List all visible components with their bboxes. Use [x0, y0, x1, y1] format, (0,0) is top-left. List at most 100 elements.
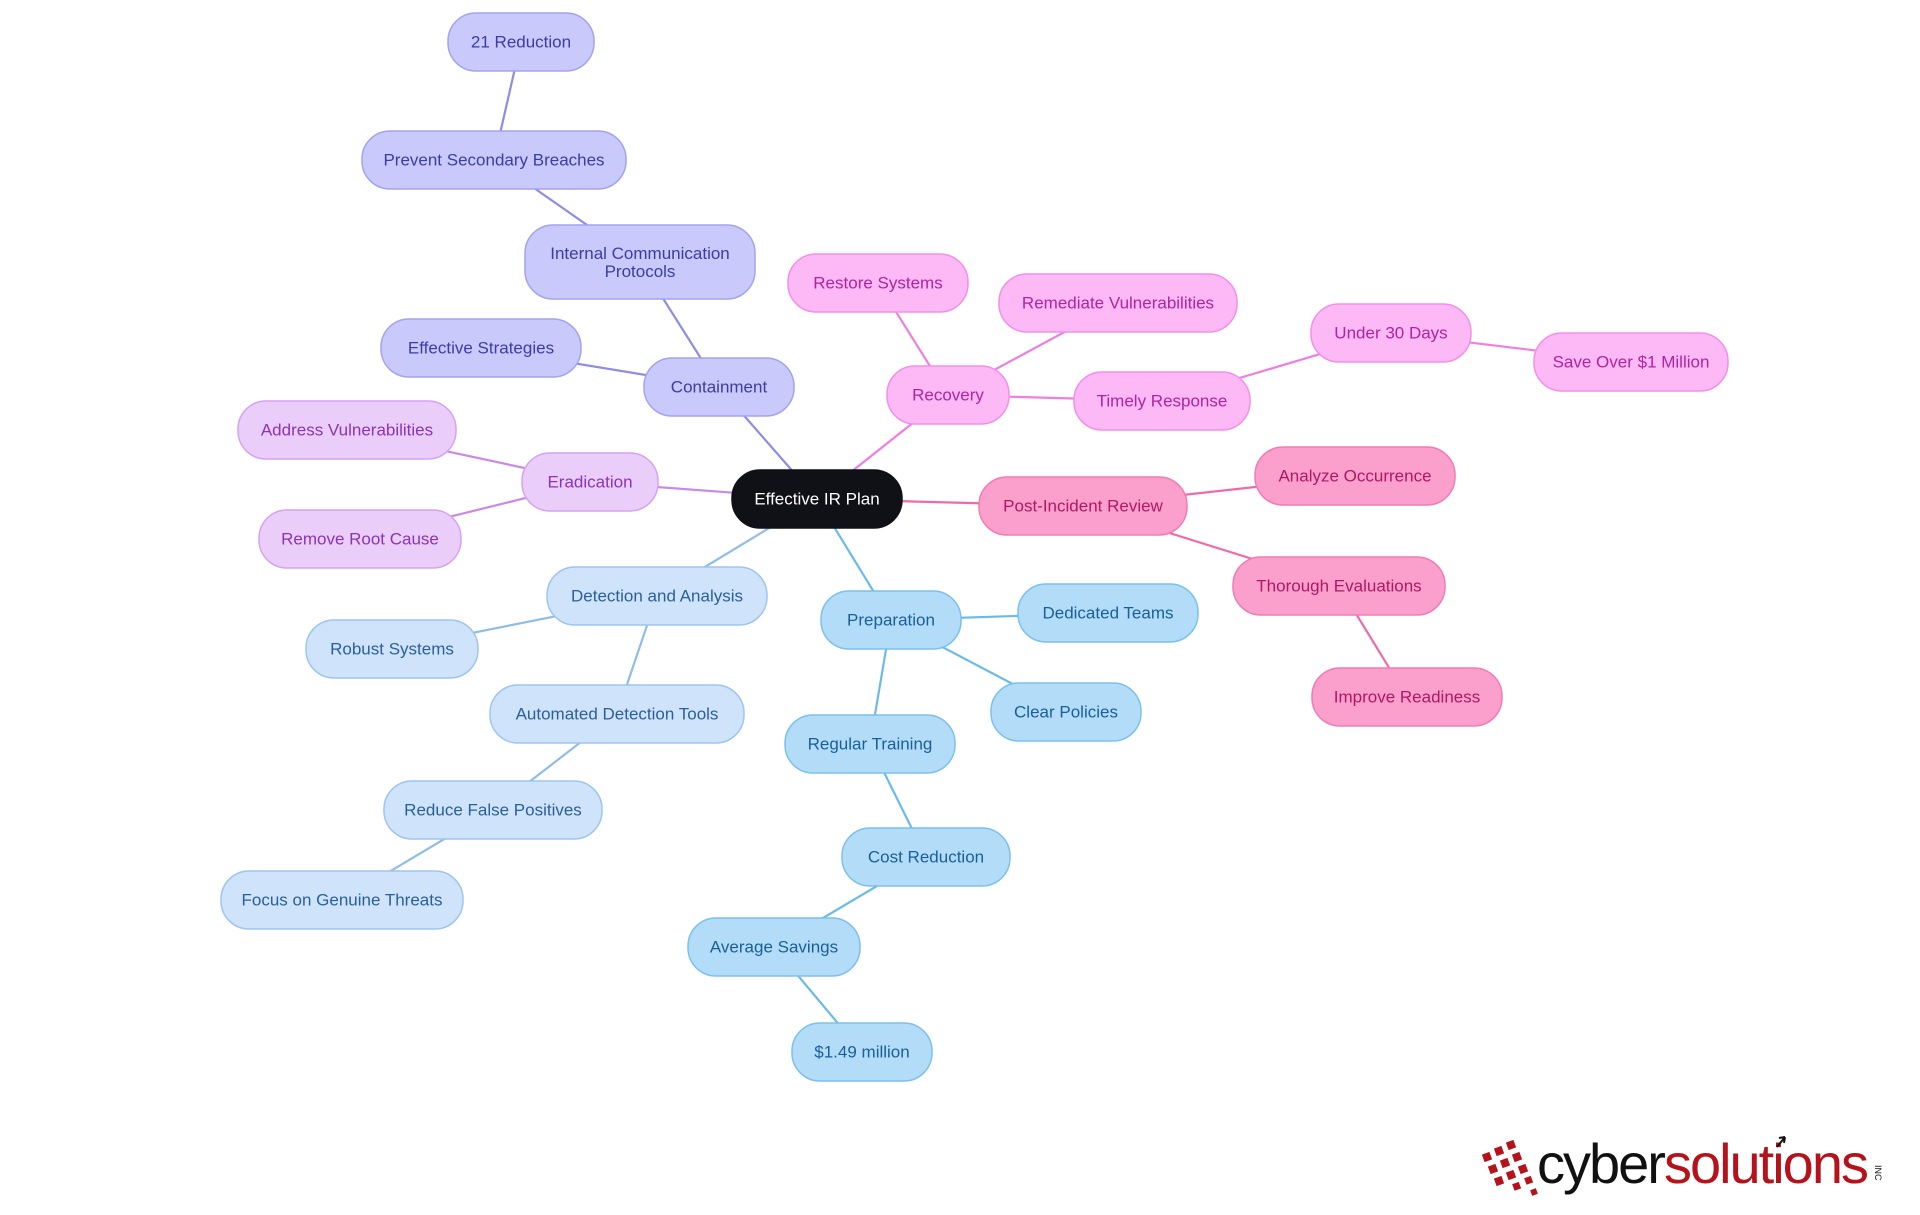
node-label: Effective Strategies	[408, 339, 554, 358]
node-box	[1311, 667, 1503, 727]
node-regular-training[interactable]: Regular Training	[784, 714, 956, 774]
node-restore-systems[interactable]: Restore Systems	[787, 253, 969, 313]
node-box	[220, 870, 464, 930]
node-label: Restore Systems	[813, 274, 942, 293]
node-box	[998, 273, 1238, 333]
node-label: Cost Reduction	[868, 848, 984, 867]
node-label: Improve Readiness	[1334, 688, 1480, 707]
node-label: Regular Training	[808, 735, 933, 754]
node-box	[258, 509, 462, 569]
node-box	[1310, 303, 1472, 363]
node-box	[841, 827, 1011, 887]
node-remediate-vulns[interactable]: Remediate Vulnerabilities	[998, 273, 1238, 333]
node-label: Address Vulnerabilities	[261, 421, 433, 440]
node-box	[546, 566, 768, 626]
node-recovery[interactable]: Recovery	[886, 365, 1010, 425]
node-box	[447, 12, 595, 72]
node-box	[1533, 332, 1729, 392]
node-root[interactable]: Effective IR Plan	[731, 469, 903, 529]
svg-text:cybersolutions: cybersolutions	[1537, 1132, 1867, 1195]
node-cost-reduction[interactable]: Cost Reduction	[841, 827, 1011, 887]
node-box	[1073, 371, 1251, 431]
node-address-vulns[interactable]: Address Vulnerabilities	[237, 400, 457, 460]
node-box	[687, 917, 861, 977]
node-label: Recovery	[912, 386, 984, 405]
node-label: Robust Systems	[330, 640, 454, 659]
node-box	[787, 253, 969, 313]
node-box	[489, 684, 745, 744]
node-reduce-false-positives[interactable]: Reduce False Positives	[383, 780, 603, 840]
node-prevent-secondary[interactable]: Prevent Secondary Breaches	[361, 130, 627, 190]
node-box	[978, 476, 1188, 536]
node-label: Automated Detection Tools	[516, 705, 719, 724]
logo-text-solutions: solutions	[1664, 1132, 1867, 1195]
node-remove-root[interactable]: Remove Root Cause	[258, 509, 462, 569]
node-timely-response[interactable]: Timely Response	[1073, 371, 1251, 431]
node-robust-systems[interactable]: Robust Systems	[305, 619, 479, 679]
node-label: Clear Policies	[1014, 703, 1118, 722]
node-21-reduction[interactable]: 21 Reduction	[447, 12, 595, 72]
node-focus-genuine[interactable]: Focus on Genuine Threats	[220, 870, 464, 930]
node-dedicated-teams[interactable]: Dedicated Teams	[1017, 583, 1199, 643]
node-label: $1.49 million	[814, 1043, 909, 1062]
node-effective-strategies[interactable]: Effective Strategies	[380, 318, 582, 378]
node-label: Preparation	[847, 611, 935, 630]
node-label: Timely Response	[1097, 392, 1228, 411]
node-post-incident[interactable]: Post-Incident Review	[978, 476, 1188, 536]
cybersolutions-logo: cybersolutions INC	[1481, 1132, 1883, 1196]
node-label: Eradication	[547, 473, 632, 492]
node-label: Detection and Analysis	[571, 587, 743, 606]
logo-text-cyber: cyber	[1537, 1132, 1665, 1195]
node-label: Thorough Evaluations	[1256, 577, 1421, 596]
node-label: 21 Reduction	[471, 33, 571, 52]
node-label: Remove Root Cause	[281, 530, 439, 549]
node-box	[643, 357, 795, 417]
node-box	[731, 469, 903, 529]
logo-mark-icon	[1481, 1139, 1538, 1196]
node-label: Average Savings	[710, 938, 838, 957]
node-149-million[interactable]: $1.49 million	[791, 1022, 933, 1082]
node-label: Analyze Occurrence	[1278, 467, 1431, 486]
node-clear-policies[interactable]: Clear Policies	[990, 682, 1142, 742]
node-average-savings[interactable]: Average Savings	[687, 917, 861, 977]
node-label: Effective IR Plan	[754, 490, 879, 509]
node-box	[791, 1022, 933, 1082]
node-label: Reduce False Positives	[404, 801, 582, 820]
node-under-30-days[interactable]: Under 30 Days	[1310, 303, 1472, 363]
node-box	[383, 780, 603, 840]
node-label: Prevent Secondary Breaches	[383, 151, 604, 170]
node-box	[1232, 556, 1446, 616]
node-box	[521, 452, 659, 512]
node-automated-tools[interactable]: Automated Detection Tools	[489, 684, 745, 744]
mindmap-edges	[341, 41, 1632, 1053]
node-box	[886, 365, 1010, 425]
node-box	[524, 224, 756, 300]
logo-arrow-icon	[1776, 1136, 1786, 1148]
node-box	[990, 682, 1142, 742]
node-label: Dedicated Teams	[1042, 604, 1173, 623]
node-box	[305, 619, 479, 679]
node-detection[interactable]: Detection and Analysis	[546, 566, 768, 626]
node-improve-readiness[interactable]: Improve Readiness	[1311, 667, 1503, 727]
node-box	[380, 318, 582, 378]
node-label: Post-Incident Review	[1003, 497, 1163, 516]
node-label: Under 30 Days	[1334, 324, 1447, 343]
node-label: Focus on Genuine Threats	[242, 891, 443, 910]
node-box	[1017, 583, 1199, 643]
node-label: Save Over $1 Million	[1553, 353, 1710, 372]
node-eradication[interactable]: Eradication	[521, 452, 659, 512]
node-analyze-occurrence[interactable]: Analyze Occurrence	[1254, 446, 1456, 506]
node-preparation[interactable]: Preparation	[820, 590, 962, 650]
node-label: Containment	[671, 378, 768, 397]
node-box	[1254, 446, 1456, 506]
node-containment[interactable]: Containment	[643, 357, 795, 417]
node-thorough-evals[interactable]: Thorough Evaluations	[1232, 556, 1446, 616]
node-box	[237, 400, 457, 460]
node-box	[820, 590, 962, 650]
node-save-over-1m[interactable]: Save Over $1 Million	[1533, 332, 1729, 392]
node-box	[361, 130, 627, 190]
